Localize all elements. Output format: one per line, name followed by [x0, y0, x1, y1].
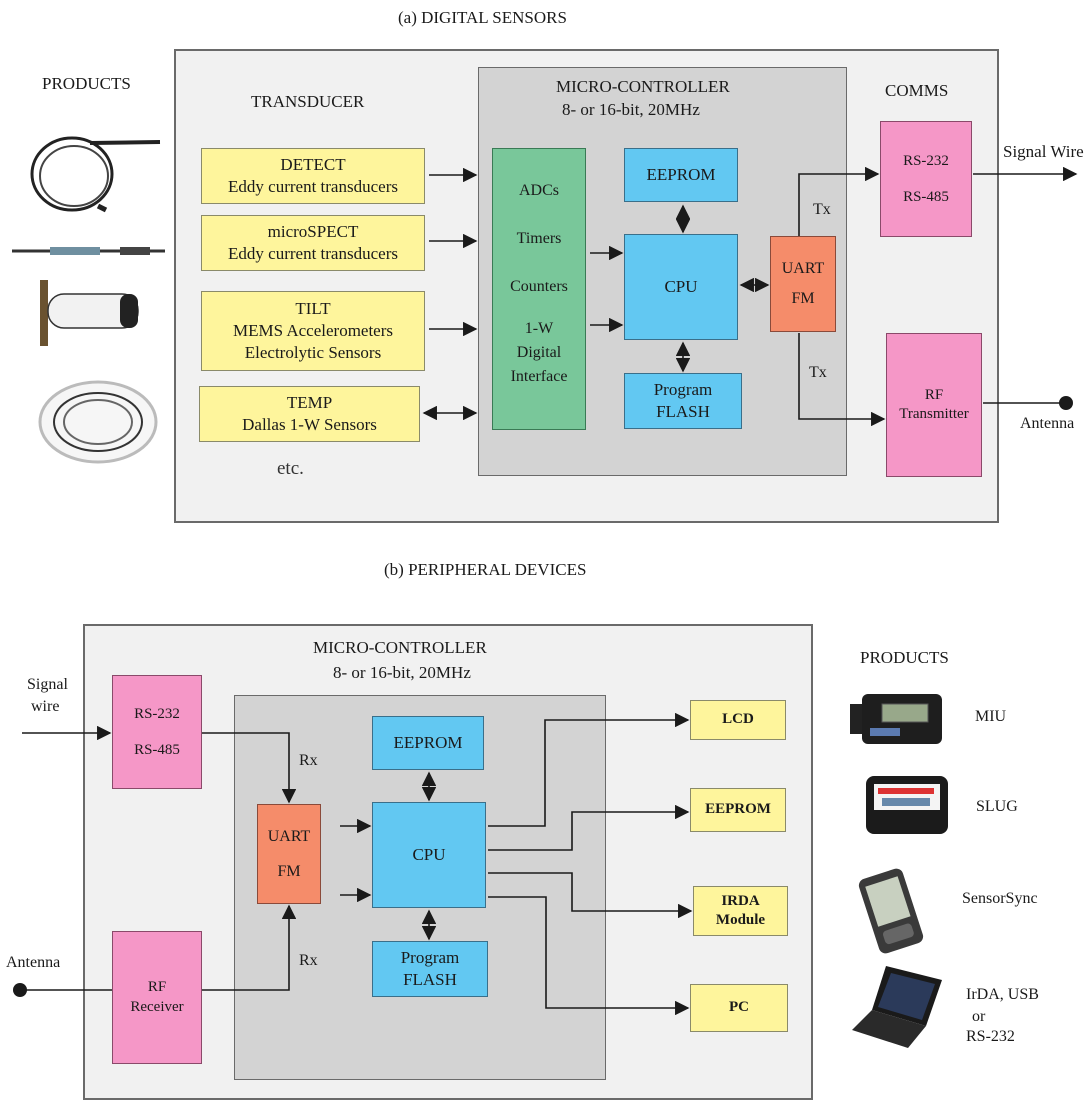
eeprom-output-label: EEPROM	[705, 801, 771, 818]
pc-product-rs232-label: RS-232	[966, 1028, 1015, 1045]
section-b-rf-label: RF	[147, 979, 167, 995]
irda-output-label2: Module	[715, 912, 766, 928]
rs-receive-box: RS-232 RS-485	[112, 675, 202, 789]
miu-label: MIU	[975, 708, 1007, 725]
laptop-illustration	[852, 966, 942, 1048]
temp-sensor-illustration	[38, 380, 158, 464]
section-a-rs232-label: RS-232	[903, 153, 949, 169]
section-b-flash-label: FLASH	[403, 970, 457, 989]
counters-label: Counters	[510, 278, 568, 295]
irda-output-box: IRDA Module	[693, 886, 788, 936]
section-b-cpu-box: CPU	[372, 802, 486, 908]
transmitter-label: Transmitter	[899, 406, 969, 422]
section-b-fm-label: FM	[277, 863, 301, 880]
comms-heading: COMMS	[885, 81, 949, 100]
section-a-uart-label: UART	[781, 259, 825, 277]
eeprom-output-box: EEPROM	[690, 788, 786, 832]
section-a-program-flash-box: Program FLASH	[624, 373, 742, 429]
section-a-title: (a) DIGITAL SENSORS	[398, 8, 567, 27]
section-a-flash-label: FLASH	[656, 402, 710, 421]
detect-probe-illustration	[30, 136, 161, 213]
section-a-cpu-label: CPU	[664, 276, 698, 296]
lcd-output-box: LCD	[690, 700, 786, 740]
miu-device-illustration	[850, 694, 942, 744]
section-b-program-flash-box: Program FLASH	[372, 941, 488, 997]
pc-output-label: PC	[729, 999, 749, 1016]
pc-product-label: IrDA, USB	[966, 986, 1039, 1003]
slug-label: SLUG	[976, 798, 1018, 815]
section-a-antenna-dot	[1059, 396, 1073, 410]
section-a-program-label: Program	[653, 379, 713, 399]
section-a-fm-label: FM	[791, 290, 815, 307]
rs-transmit-box: RS-232 RS-485	[880, 121, 972, 237]
section-b-cpu-label: CPU	[412, 844, 446, 864]
tx-label-bottom: Tx	[809, 364, 827, 381]
section-b-title: (b) PERIPHERAL DEVICES	[384, 560, 587, 579]
sensor-temp-box: TEMP Dallas 1-W Sensors	[199, 386, 420, 442]
section-a-antenna-label: Antenna	[1020, 415, 1075, 432]
rf-receiver-box: RF Receiver	[112, 931, 202, 1064]
digital-label: Digital	[516, 344, 562, 361]
section-a-rs485-label: RS-485	[903, 189, 949, 205]
section-b-uart-box: UART FM	[257, 804, 321, 904]
section-a-uart-box: UART FM	[770, 236, 836, 332]
section-a-eeprom-label: EEPROM	[646, 164, 716, 184]
section-b-antenna-dot	[13, 983, 27, 997]
sensor-detect-name: DETECT	[280, 154, 346, 174]
section-b-uart-label: UART	[267, 827, 311, 845]
signal-label: Signal	[27, 676, 68, 693]
timers-label: Timers	[516, 230, 562, 247]
signal-wire-label: Signal Wire	[1003, 142, 1084, 161]
receiver-label: Receiver	[130, 998, 184, 1015]
section-a-eeprom-box: EEPROM	[624, 148, 738, 202]
peripherals-box: ADCs Timers Counters 1-W Digital Interfa…	[492, 148, 586, 430]
section-b-eeprom-box: EEPROM	[372, 716, 484, 770]
etc-label: etc.	[277, 458, 304, 479]
rx-label-bottom: Rx	[299, 952, 318, 969]
sensor-microspect-box: microSPECT Eddy current transducers	[201, 215, 425, 271]
section-a-products-heading: PRODUCTS	[42, 74, 131, 93]
sensor-tilt-desc: MEMS Accelerometers	[232, 320, 394, 340]
section-b-mc-subtitle: 8- or 16-bit, 20MHz	[333, 663, 471, 682]
section-b-antenna-label: Antenna	[6, 954, 61, 971]
sensor-detect-desc: Eddy current transducers	[228, 177, 398, 196]
section-b-program-label: Program	[400, 947, 460, 967]
rx-label-top: Rx	[299, 752, 318, 769]
sensor-tilt-name: TILT	[295, 298, 331, 318]
sensorsync-label: SensorSync	[962, 890, 1038, 907]
section-b-rs485-label: RS-485	[134, 742, 180, 758]
irda-output-label: IRDA	[721, 892, 760, 909]
interface-label: Interface	[510, 368, 568, 385]
sensor-microspect-desc: Eddy current transducers	[228, 244, 398, 263]
section-b-rs232-label: RS-232	[134, 706, 180, 722]
sensor-detect-box: DETECT Eddy current transducers	[201, 148, 425, 204]
section-b-mc-title: MICRO-CONTROLLER	[313, 638, 487, 657]
rf-transmitter-box: RF Transmitter	[886, 333, 982, 477]
lcd-output-label: LCD	[722, 711, 754, 728]
tx-label-top: Tx	[813, 201, 831, 218]
sensor-tilt-box: TILT MEMS Accelerometers Electrolytic Se…	[201, 291, 425, 371]
pc-product-or-label: or	[972, 1008, 986, 1025]
tilt-sensor-illustration	[40, 280, 139, 346]
section-a-mc-subtitle: 8- or 16-bit, 20MHz	[562, 100, 700, 119]
sensorsync-device-illustration	[858, 868, 924, 954]
slug-device-illustration	[866, 776, 948, 834]
section-a-mc-title: MICRO-CONTROLLER	[556, 77, 730, 96]
adcs-label: ADCs	[518, 182, 559, 199]
onewire-label: 1-W	[524, 320, 554, 337]
sensor-tilt-desc2: Electrolytic Sensors	[244, 343, 382, 363]
rf-label: RF	[924, 386, 944, 403]
section-b-products-heading: PRODUCTS	[860, 648, 949, 667]
sensor-microspect-name: microSPECT	[267, 221, 359, 241]
microspect-probe-illustration	[12, 247, 165, 255]
transducer-heading: TRANSDUCER	[251, 92, 365, 111]
section-a-cpu-box: CPU	[624, 234, 738, 340]
pc-output-box: PC	[690, 984, 788, 1032]
sensor-temp-name: TEMP	[286, 392, 333, 412]
sensor-temp-desc: Dallas 1-W Sensors	[242, 415, 377, 434]
section-b-eeprom-label: EEPROM	[393, 732, 463, 752]
wire-label: wire	[31, 698, 60, 715]
